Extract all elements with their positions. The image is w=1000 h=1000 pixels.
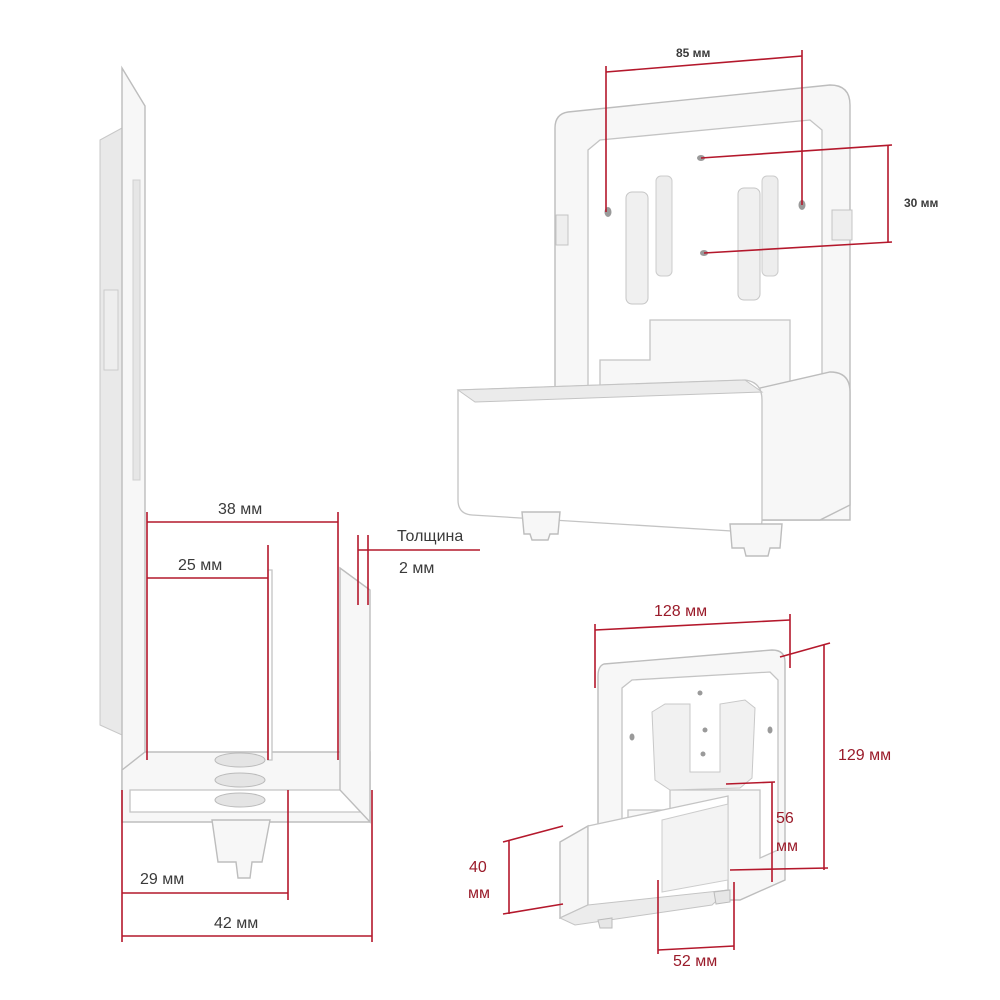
- inner-height-number-label: 56: [776, 810, 794, 827]
- inner-height-unit-label: мм: [776, 838, 798, 855]
- perspective-view-dimensions: [502, 614, 831, 954]
- outer-gap-label: 38 мм: [218, 501, 262, 518]
- bottom-width-label: 128 мм: [654, 603, 707, 620]
- front-view-dimensions: [605, 50, 893, 254]
- bottom-height-label: 129 мм: [838, 747, 891, 764]
- shelf-height-number-label: 40: [469, 859, 487, 876]
- base-depth-label: 29 мм: [140, 871, 184, 888]
- shelf-width-label: 52 мм: [673, 953, 717, 970]
- perspective-view-bracket: [558, 649, 786, 929]
- thickness-value-label: 2 мм: [399, 560, 434, 577]
- front-view-bracket: [456, 84, 853, 557]
- total-depth-label: 42 мм: [214, 915, 258, 932]
- shelf-height-unit-label: мм: [468, 885, 490, 902]
- side-view-bracket: [99, 65, 371, 879]
- top-width-label: 85 мм: [676, 46, 711, 60]
- thickness-label: Толщина: [397, 528, 463, 545]
- side-view-dimensions: [121, 512, 480, 942]
- inner-gap-label: 25 мм: [178, 557, 222, 574]
- top-hole-spacing-label: 30 мм: [904, 196, 939, 210]
